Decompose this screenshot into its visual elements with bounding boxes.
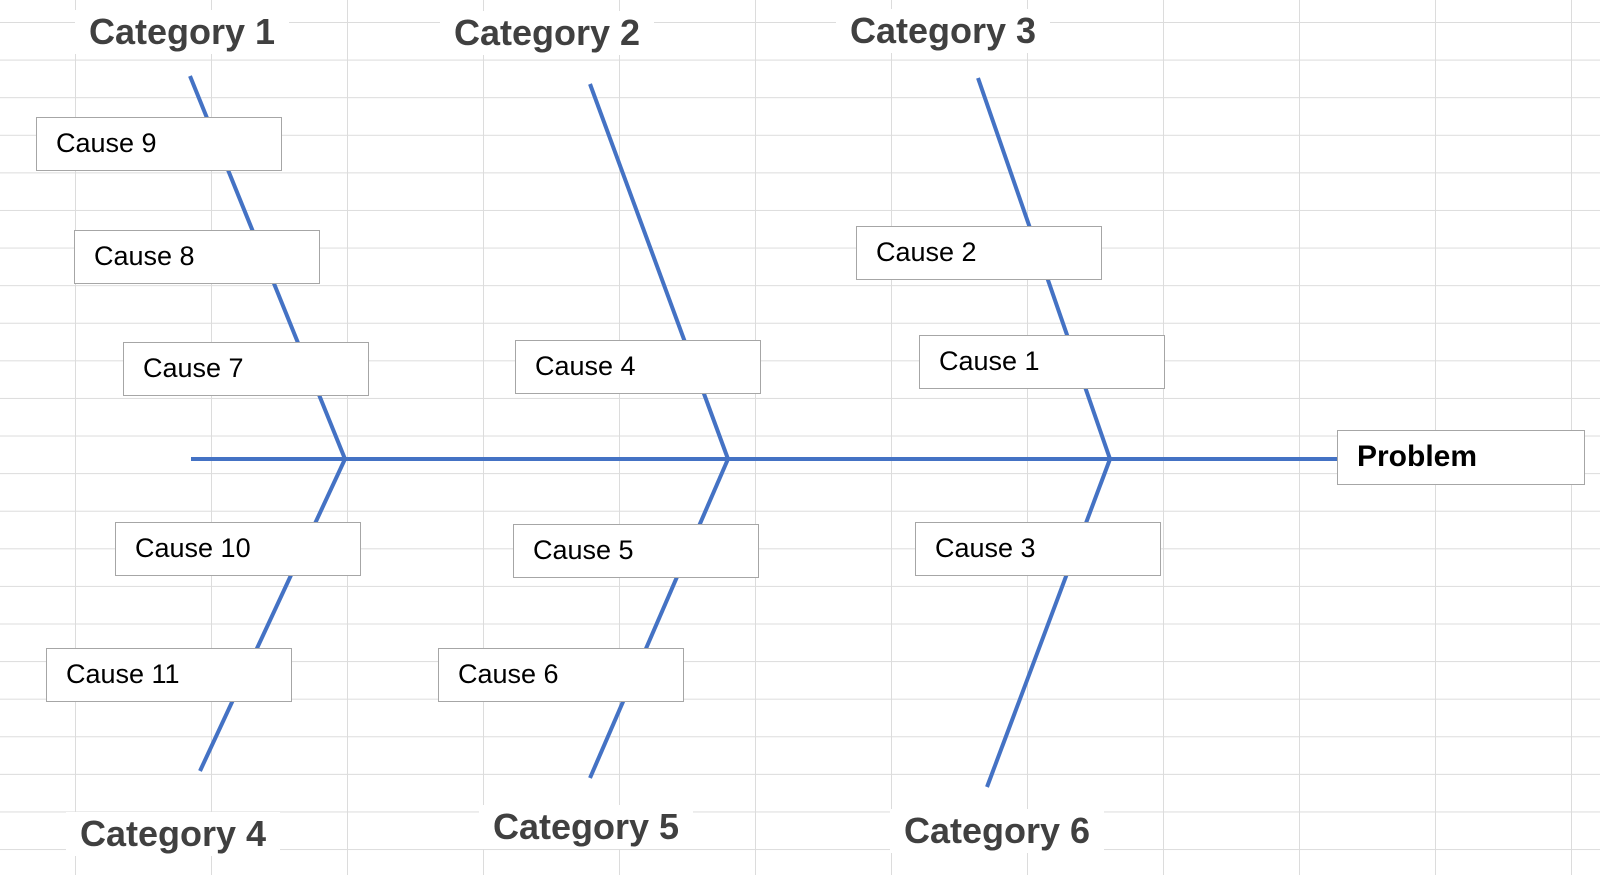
cause-7-box: Cause 7 xyxy=(123,342,369,396)
category-4-label: Category 4 xyxy=(66,812,281,856)
cause-10-box: Cause 10 xyxy=(115,522,361,576)
cause-4-box: Cause 4 xyxy=(515,340,761,394)
problem-box: Problem xyxy=(1337,430,1585,485)
bone-category-5 xyxy=(588,458,730,779)
bone-category-6 xyxy=(985,458,1112,788)
cause-6-box: Cause 6 xyxy=(438,648,684,702)
category-6-label: Category 6 xyxy=(890,809,1105,853)
cause-3-box: Cause 3 xyxy=(915,522,1161,576)
cause-1-box: Cause 1 xyxy=(919,335,1165,389)
bone-category-4 xyxy=(198,458,347,772)
cause-5-box: Cause 5 xyxy=(513,524,759,578)
category-5-label: Category 5 xyxy=(479,805,694,849)
category-2-label: Category 2 xyxy=(440,11,655,55)
cause-11-box: Cause 11 xyxy=(46,648,292,702)
category-3-label: Category 3 xyxy=(836,9,1051,53)
cause-9-box: Cause 9 xyxy=(36,117,282,171)
bone-category-2 xyxy=(588,83,730,460)
cause-2-box: Cause 2 xyxy=(856,226,1102,280)
cause-8-box: Cause 8 xyxy=(74,230,320,284)
category-1-label: Category 1 xyxy=(75,10,290,54)
